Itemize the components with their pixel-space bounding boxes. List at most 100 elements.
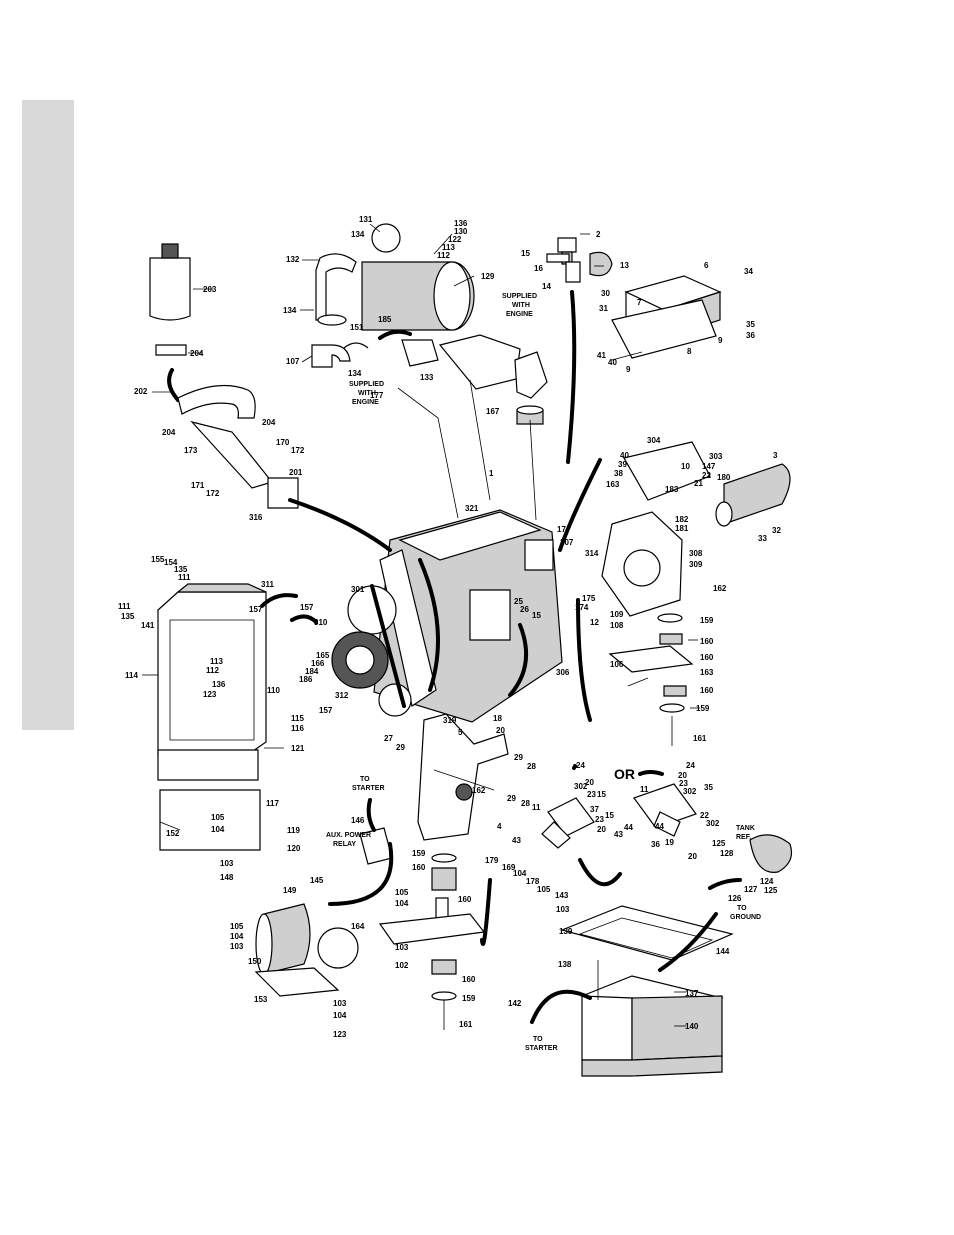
part-label: 161 [693, 734, 707, 743]
note-to-starter-bottom: TO [533, 1036, 543, 1043]
part-label: 138 [558, 960, 572, 969]
part-label: 128 [720, 849, 734, 858]
part-label: 302 [683, 787, 697, 796]
note-to-ground: GROUND [730, 914, 761, 921]
part-label: 27 [384, 734, 393, 743]
part-label: 180 [717, 473, 731, 482]
part-label: 40 [608, 358, 617, 367]
part-label: 18 [493, 714, 502, 723]
part-label: 136 [454, 219, 468, 228]
part-label: 122 [448, 235, 462, 244]
part-label: 17 [557, 525, 566, 534]
part-label: 29 [396, 743, 405, 752]
part-label: 38 [614, 469, 623, 478]
part-label: 43 [512, 836, 521, 845]
part-label: 204 [190, 349, 204, 358]
part-label: 30 [601, 289, 610, 298]
part-label: 19 [665, 838, 674, 847]
part-label: 111 [118, 602, 131, 611]
part-label: 132 [286, 255, 300, 264]
part-label: 169 [502, 863, 516, 872]
part-label: 111 [178, 573, 191, 582]
part-label: 164 [351, 922, 365, 931]
part-label: 103 [333, 999, 347, 1008]
part-label: 124 [760, 877, 774, 886]
part-label: 106 [610, 660, 624, 669]
part-label: 202 [134, 387, 148, 396]
part-label: 160 [700, 637, 714, 646]
part-label: 9 [626, 365, 631, 374]
note-supplied-left: ENGINE [352, 399, 379, 406]
part-label: 175 [582, 594, 596, 603]
part-label: 186 [299, 675, 313, 684]
part-label: 112 [437, 251, 450, 260]
part-label: 148 [220, 873, 234, 882]
part-label: 11 [532, 803, 541, 812]
part-label: 160 [700, 686, 714, 695]
part-label: 141 [141, 621, 155, 630]
part-label: 104 [333, 1011, 347, 1020]
part-label: 36 [651, 840, 660, 849]
part-label: 4 [497, 822, 502, 831]
part-label: 105 [537, 885, 551, 894]
note-aux-power-relay: RELAY [333, 841, 356, 848]
note-to-ground: TO [737, 905, 747, 912]
part-label: 162 [472, 786, 486, 795]
part-label: 150 [248, 957, 262, 966]
right-engine-mounts [608, 613, 694, 746]
part-label: 171 [191, 481, 205, 490]
part-label: 105 [230, 922, 244, 931]
note-aux-power-relay: AUX. POWER [326, 832, 371, 839]
part-label: 123 [333, 1030, 347, 1039]
part-label: 302 [706, 819, 720, 828]
part-label: 157 [249, 605, 263, 614]
part-label: 104 [395, 899, 409, 908]
part-label: 34 [744, 267, 753, 276]
part-label: 28 [521, 799, 530, 808]
part-label: 11 [640, 785, 649, 794]
part-label: 174 [575, 603, 589, 612]
flywheel-housing [601, 441, 791, 617]
part-label: 110 [267, 686, 280, 695]
part-label: 24 [576, 761, 585, 770]
part-label: 105 [211, 813, 225, 822]
part-label: 135 [121, 612, 135, 621]
part-label: 10 [681, 462, 690, 471]
part-label: 9 [718, 336, 723, 345]
part-label: 120 [287, 844, 301, 853]
part-label: 166 [311, 659, 325, 668]
part-label: 179 [485, 856, 499, 865]
part-label: 41 [597, 351, 606, 360]
part-label: 113 [210, 657, 223, 666]
part-label: 159 [700, 616, 714, 625]
part-label: 160 [458, 895, 472, 904]
part-label: 43 [614, 830, 623, 839]
part-label: 170 [276, 438, 290, 447]
part-label: 121 [291, 744, 305, 753]
part-label: 172 [206, 489, 220, 498]
part-label: 1 [489, 469, 494, 478]
part-label: 36 [746, 331, 755, 340]
part-label: 173 [184, 446, 198, 455]
part-label: 104 [230, 932, 244, 941]
part-label: 133 [420, 373, 434, 382]
part-label: 29 [507, 794, 516, 803]
part-label: 157 [319, 706, 333, 715]
part-label: 32 [772, 526, 781, 535]
starter-switch-variants [541, 764, 793, 890]
part-label: 12 [590, 618, 599, 627]
part-label: 155 [151, 555, 165, 564]
part-label: 103 [230, 942, 244, 951]
part-label: 22 [700, 811, 709, 820]
part-label: 31 [599, 304, 608, 313]
part-label: 20 [597, 825, 606, 834]
part-label: 24 [686, 761, 695, 770]
part-label: 159 [696, 704, 710, 713]
leader-lines [142, 223, 700, 1027]
note-to-starter: STARTER [352, 785, 385, 792]
part-label: 134 [283, 306, 297, 315]
part-label: 131 [359, 215, 373, 224]
part-label: 117 [266, 799, 279, 808]
part-label: 113 [442, 243, 455, 252]
